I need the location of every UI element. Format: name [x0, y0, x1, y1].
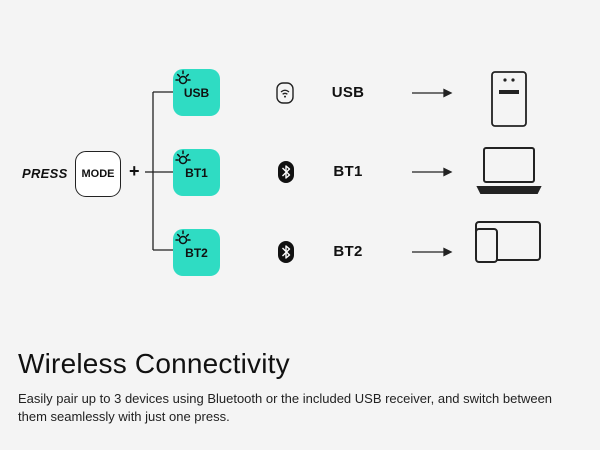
- plus-sign: +: [129, 161, 140, 181]
- channel-key-label: BT2: [185, 246, 208, 260]
- arrow-bt1: [412, 167, 453, 177]
- channel-key-bt2[interactable]: BT2: [173, 229, 220, 276]
- laptop-icon: [476, 147, 542, 194]
- channel-key-bt1[interactable]: BT1: [173, 149, 220, 196]
- mode-button[interactable]: MODE: [75, 151, 121, 197]
- bluetooth-icon: [278, 161, 294, 183]
- channel-key-label: BT1: [185, 166, 208, 180]
- diagram-lines: [145, 71, 542, 263]
- usb-receiver-icon: [276, 82, 294, 104]
- section-heading: Wireless Connectivity: [18, 348, 290, 379]
- channel-key-label: USB: [183, 86, 210, 100]
- mode-button-label: MODE: [81, 168, 115, 180]
- usb-receiver-device-icon: [491, 71, 527, 127]
- arrow-bt2: [412, 247, 453, 257]
- tablet-phone-icon: [475, 221, 541, 263]
- press-label: PRESS: [22, 166, 68, 181]
- bluetooth-icon: [278, 241, 294, 263]
- section-description: Easily pair up to 3 devices using Blueto…: [18, 391, 553, 424]
- backlight-icon: [175, 150, 191, 165]
- backlight-icon: [175, 70, 191, 85]
- channel-key-usb[interactable]: USB: [173, 69, 220, 116]
- backlight-icon: [175, 230, 191, 245]
- arrow-usb: [412, 88, 453, 98]
- connection-label-bt2: BT2: [333, 243, 363, 260]
- connection-label-usb: USB: [331, 84, 365, 101]
- connection-label-bt1: BT1: [333, 163, 363, 180]
